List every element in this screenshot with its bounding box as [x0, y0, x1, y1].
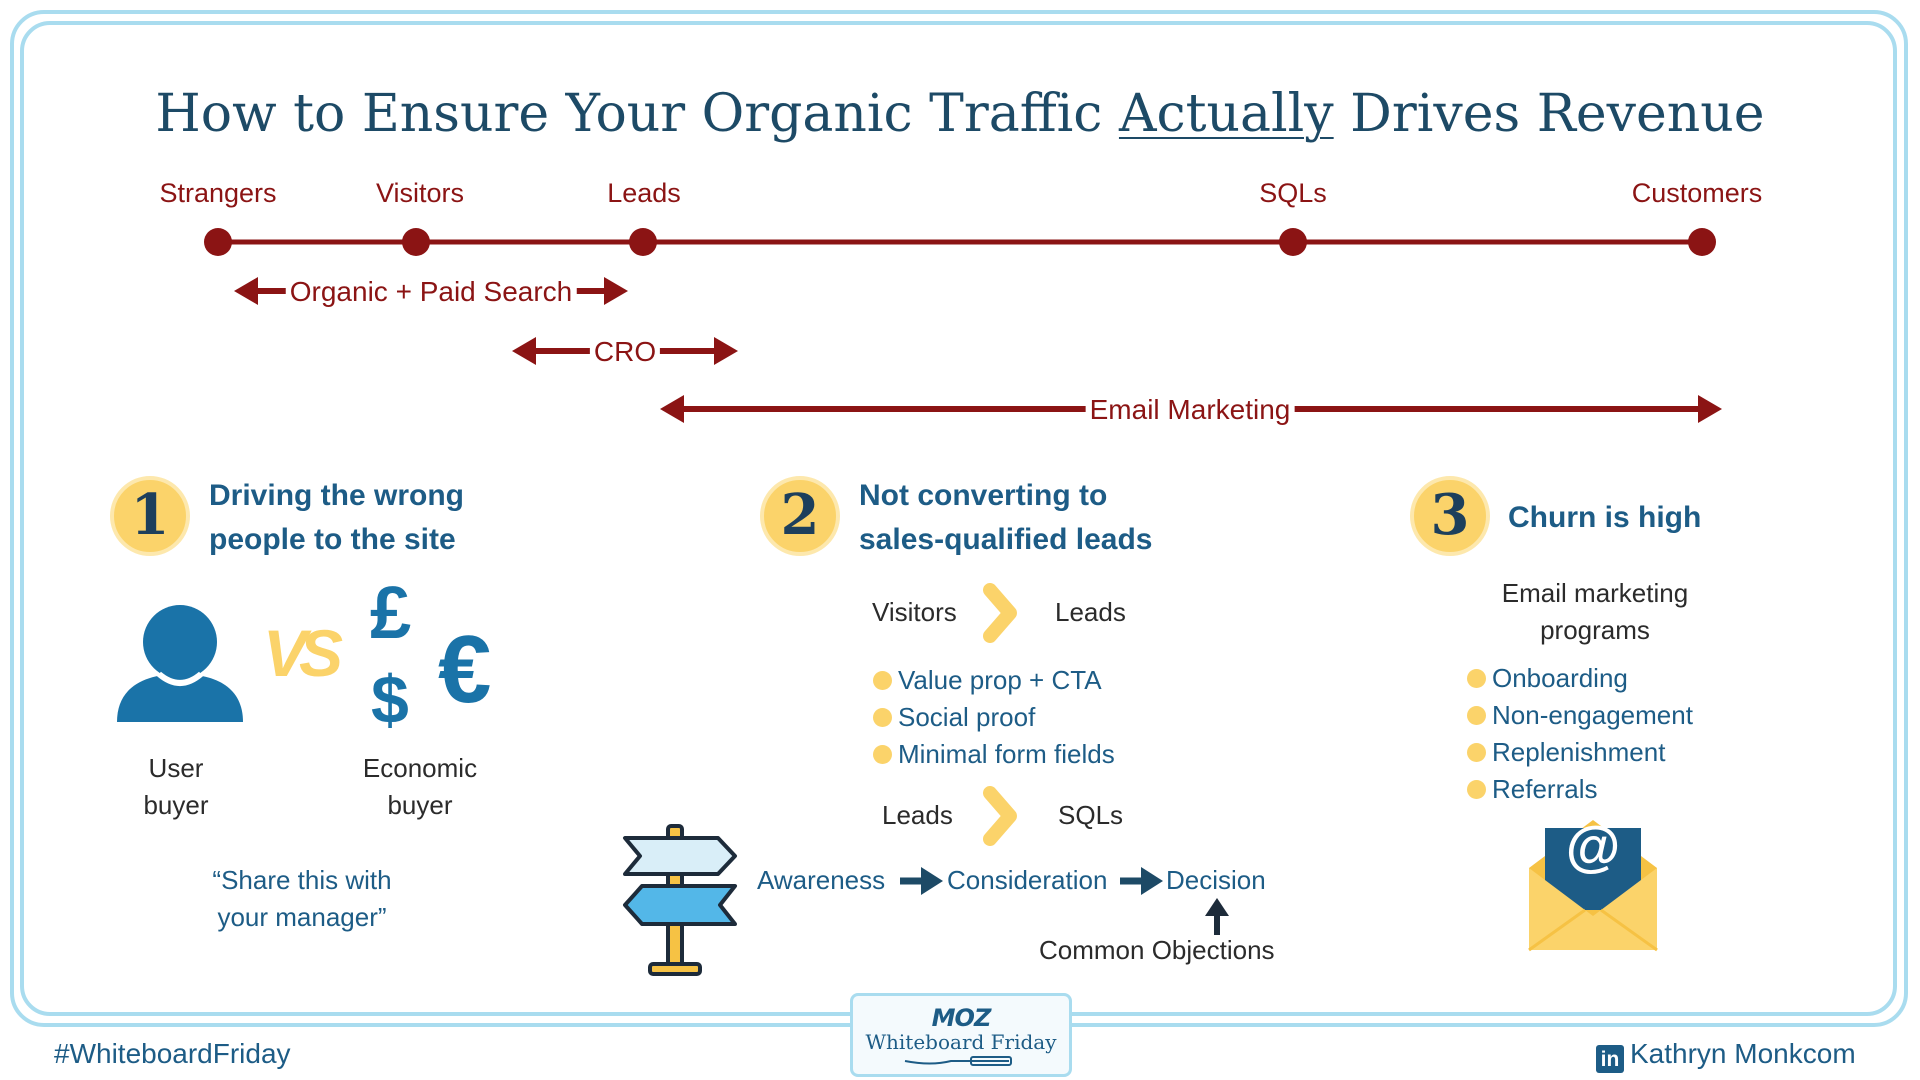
conversion-item: Minimal form fields: [898, 739, 1115, 769]
email-marketing-label: Email Marketing: [1085, 394, 1295, 426]
number-badge-1: 1: [110, 476, 190, 556]
user-icon: [117, 605, 243, 722]
pound-icon: £: [370, 571, 412, 654]
number-badge-2: 2: [760, 476, 840, 556]
journey-consideration: Consideration: [947, 865, 1108, 895]
chevron-right-icon: [983, 583, 1017, 643]
journey-arrow-1: [900, 867, 943, 895]
problem3-heading: Churn is high: [1508, 501, 1702, 534]
number-badge-3: 3: [1410, 476, 1490, 556]
objections-arrow: [1205, 898, 1229, 935]
stage-strangers: Strangers: [159, 178, 277, 208]
marker-icon: [904, 1056, 1012, 1066]
search-label: Organic + Paid Search: [285, 276, 577, 308]
conversion-item: Social proof: [898, 702, 1036, 732]
email-program-item: Non-engagement: [1492, 700, 1693, 730]
linkedin-icon: in: [1596, 1045, 1624, 1073]
bullet-dot: [1467, 743, 1486, 762]
chevron-right-icon: [983, 786, 1017, 846]
conversion-item: Value prop + CTA: [898, 665, 1102, 695]
dollar-icon: $: [371, 662, 409, 738]
email-program-item: Replenishment: [1492, 737, 1666, 767]
vs-label: VS: [263, 616, 343, 690]
stage-dot-leads: [629, 228, 657, 256]
journey-arrow-2: [1120, 867, 1163, 895]
journey-awareness: Awareness: [757, 865, 886, 895]
step2-from: Leads: [882, 800, 953, 830]
euro-icon: €: [438, 616, 492, 723]
bullet-dot: [1467, 669, 1486, 688]
email-envelope-icon: [1528, 820, 1658, 952]
stage-sqls: SQLs: [1259, 178, 1327, 208]
bullet-dot: [1467, 780, 1486, 799]
stage-dot-sqls: [1279, 228, 1307, 256]
step1-to: Leads: [1055, 597, 1126, 627]
bullet-dot: [873, 745, 892, 764]
stage-visitors: Visitors: [375, 178, 465, 208]
bullet-dot: [873, 671, 892, 690]
bullet-dot: [1467, 706, 1486, 725]
stage-customers: Customers: [1631, 178, 1763, 208]
step1-from: Visitors: [872, 597, 957, 627]
stage-dot-customers: [1688, 228, 1716, 256]
bullet-dot: [873, 708, 892, 727]
page-title: How to Ensure Your Organic Traffic Actua…: [155, 84, 1765, 144]
common-objections: Common Objections: [1039, 935, 1275, 965]
step2-to: SQLs: [1058, 800, 1124, 830]
email-program-item: Referrals: [1492, 774, 1598, 804]
stage-leads: Leads: [607, 178, 681, 208]
at-symbol: @: [1565, 814, 1621, 877]
hashtag-footer: #WhiteboardFriday: [54, 1038, 291, 1069]
journey-decision: Decision: [1166, 865, 1266, 895]
signpost-icon: [623, 824, 737, 976]
cro-label: CRO: [589, 336, 661, 368]
moz-whiteboard-friday-logo: MOZ Whiteboard Friday: [850, 993, 1072, 1077]
email-program-item: Onboarding: [1492, 663, 1628, 693]
stage-dot-strangers: [204, 228, 232, 256]
stage-dot-visitors: [402, 228, 430, 256]
